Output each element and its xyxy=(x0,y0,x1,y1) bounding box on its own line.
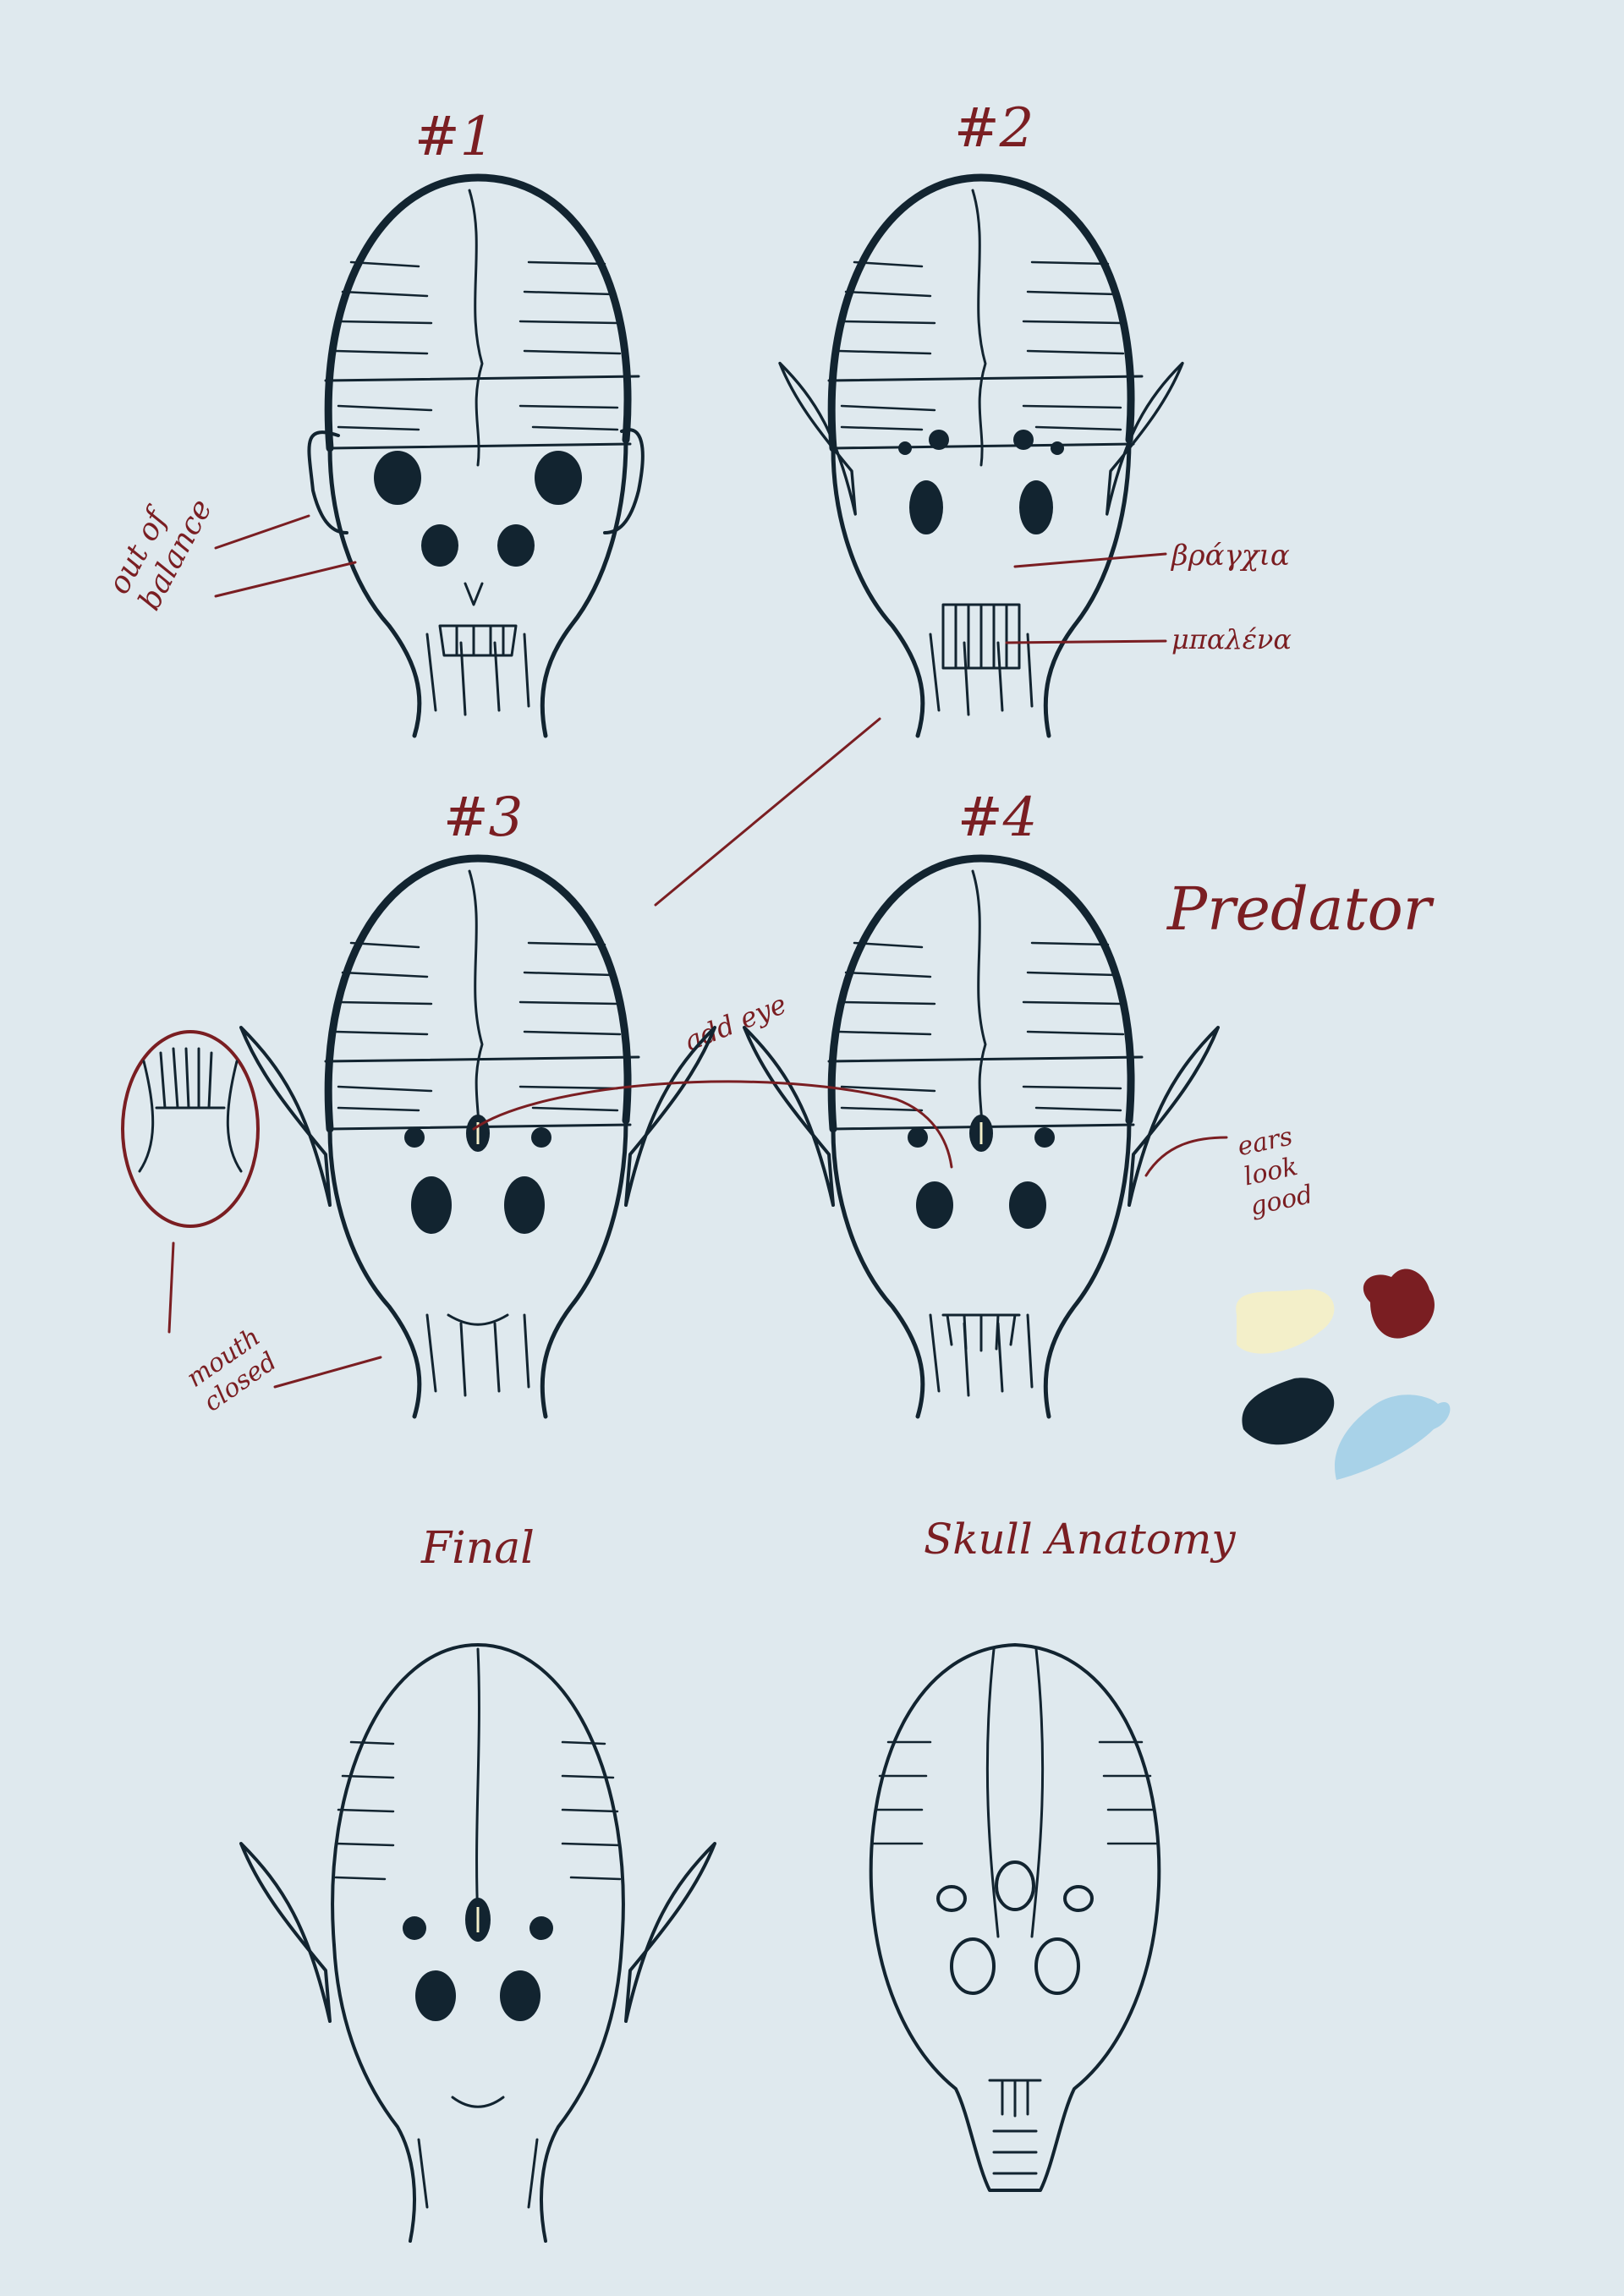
swatch-cream xyxy=(1236,1289,1335,1354)
note-branchia: βράγχια xyxy=(1171,539,1290,573)
label-final: Final xyxy=(421,1523,535,1574)
annotation-lines xyxy=(167,514,1228,1389)
head-final xyxy=(239,1643,716,2243)
skull-anatomy-drawing xyxy=(869,1643,1161,2192)
color-palette xyxy=(1236,1269,1451,1480)
head-design-1 xyxy=(307,178,645,736)
head-design-2 xyxy=(778,178,1184,736)
label-design-4: #4 xyxy=(957,786,1038,849)
swatch-light-blue xyxy=(1335,1395,1451,1480)
head-design-3 xyxy=(239,858,716,1417)
label-design-3: #3 xyxy=(443,786,524,849)
swatch-navy xyxy=(1242,1378,1335,1445)
head-design-4 xyxy=(743,858,1220,1417)
swatch-maroon xyxy=(1363,1269,1435,1339)
label-predator: Predator xyxy=(1167,874,1432,944)
mouth-detail-sketch xyxy=(121,1030,260,1228)
label-design-1: #1 xyxy=(414,106,495,168)
label-skull-anatomy: Skull Anatomy xyxy=(924,1515,1236,1564)
note-mpalena: μπαλένα xyxy=(1171,623,1292,655)
label-design-2: #2 xyxy=(954,97,1034,160)
